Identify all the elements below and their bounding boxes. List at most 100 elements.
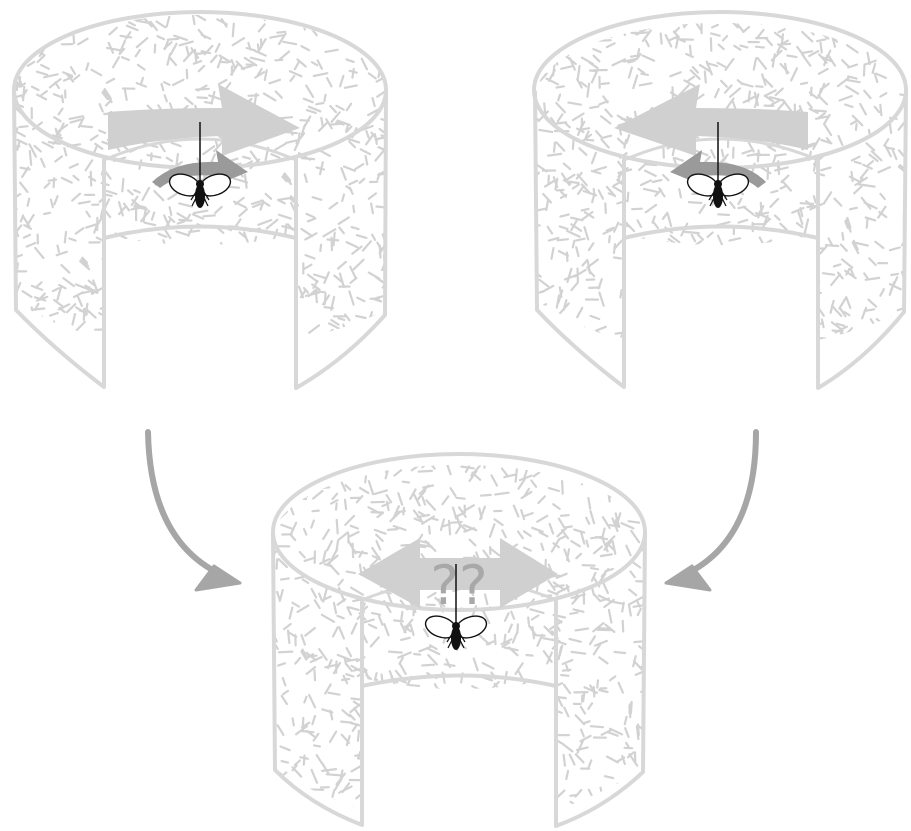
texture-dash (51, 364, 52, 374)
texture-dash (861, 185, 875, 187)
texture-dash (304, 529, 306, 535)
texture-dash (599, 690, 607, 692)
texture-dash (63, 15, 72, 21)
texture-dash (650, 701, 659, 708)
texture-dash (279, 215, 291, 219)
texture-dash (170, 207, 172, 215)
texture-dash (761, 269, 768, 275)
texture-dash (638, 220, 642, 227)
texture-dash (290, 456, 297, 464)
texture-dash (699, 250, 709, 257)
texture-dash (556, 103, 565, 112)
texture-dash (873, 326, 880, 332)
texture-dash (100, 104, 103, 111)
texture-dash (792, 271, 801, 275)
texture-dash (304, 697, 306, 703)
texture-dash (212, 92, 215, 104)
texture-dash (200, 267, 207, 274)
texture-dash (613, 59, 626, 65)
texture-dash (795, 353, 802, 361)
texture-dash (219, 381, 227, 385)
texture-dash (880, 194, 884, 199)
texture-dash (685, 358, 697, 361)
texture-dash (463, 730, 466, 737)
texture-dash (174, 362, 180, 366)
texture-dash (318, 60, 322, 68)
texture-dash (561, 360, 570, 361)
texture-dash (591, 511, 595, 523)
texture-dash (531, 795, 540, 799)
texture-dash (646, 205, 656, 213)
texture-dash (353, 724, 358, 731)
texture-dash (86, 224, 96, 227)
texture-dash (838, 347, 845, 353)
texture-dash (780, 224, 786, 230)
texture-dash (338, 616, 344, 618)
texture-dash (692, 235, 695, 241)
texture-dash (673, 148, 674, 155)
texture-dash (903, 25, 909, 35)
texture-dash (834, 264, 841, 266)
texture-dash (78, 39, 87, 45)
texture-dash (570, 12, 577, 15)
texture-dash (314, 745, 320, 746)
texture-dash (333, 790, 335, 797)
texture-dash (670, 347, 677, 348)
texture-dash (875, 107, 879, 112)
texture-dash (99, 131, 105, 134)
texture-dash (179, 220, 191, 221)
texture-dash (650, 256, 652, 263)
texture-dash (37, 317, 48, 324)
texture-dash (797, 246, 801, 251)
texture-dash (315, 670, 316, 680)
texture-dash (402, 814, 408, 818)
texture-dash (366, 131, 368, 138)
texture-dash (152, 213, 154, 220)
texture-dash (299, 133, 300, 140)
texture-dash (726, 285, 727, 292)
texture-dash (610, 676, 615, 680)
texture-dash (345, 85, 357, 87)
texture-dash (548, 780, 554, 786)
texture-dash (763, 275, 774, 278)
texture-dash (550, 524, 554, 534)
texture-dash (605, 203, 606, 213)
texture-dash (427, 460, 434, 469)
texture-dash (451, 522, 461, 523)
texture-dash (171, 44, 177, 55)
texture-dash (766, 328, 773, 340)
texture-dash (481, 495, 491, 496)
texture-dash (154, 263, 162, 272)
texture-dash (559, 378, 565, 384)
texture-dash (397, 741, 404, 745)
texture-dash (692, 362, 696, 373)
texture-dash (480, 463, 493, 465)
texture-dash (684, 362, 686, 375)
texture-dash (361, 149, 371, 154)
texture-dash (266, 314, 273, 318)
texture-dash (633, 76, 637, 89)
texture-dash (60, 16, 71, 24)
texture-dash (436, 808, 437, 816)
texture-dash (313, 511, 319, 512)
texture-dash (719, 45, 724, 49)
texture-dash (371, 315, 379, 317)
texture-dash (689, 202, 701, 203)
texture-dash (72, 194, 80, 201)
texture-dash (564, 755, 565, 766)
texture-dash (516, 745, 517, 754)
texture-dash (626, 310, 631, 321)
texture-dash (134, 190, 140, 192)
texture-dash (306, 86, 313, 97)
texture-dash (864, 91, 870, 98)
texture-dash (164, 82, 169, 85)
texture-dash (218, 319, 219, 326)
texture-dash (290, 608, 293, 619)
texture-dash (338, 262, 346, 269)
texture-dash (872, 390, 878, 394)
texture-dash (283, 343, 288, 353)
texture-dash (504, 635, 505, 642)
texture-dash (53, 321, 54, 328)
texture-dash (663, 358, 671, 367)
texture-dash (714, 308, 726, 313)
